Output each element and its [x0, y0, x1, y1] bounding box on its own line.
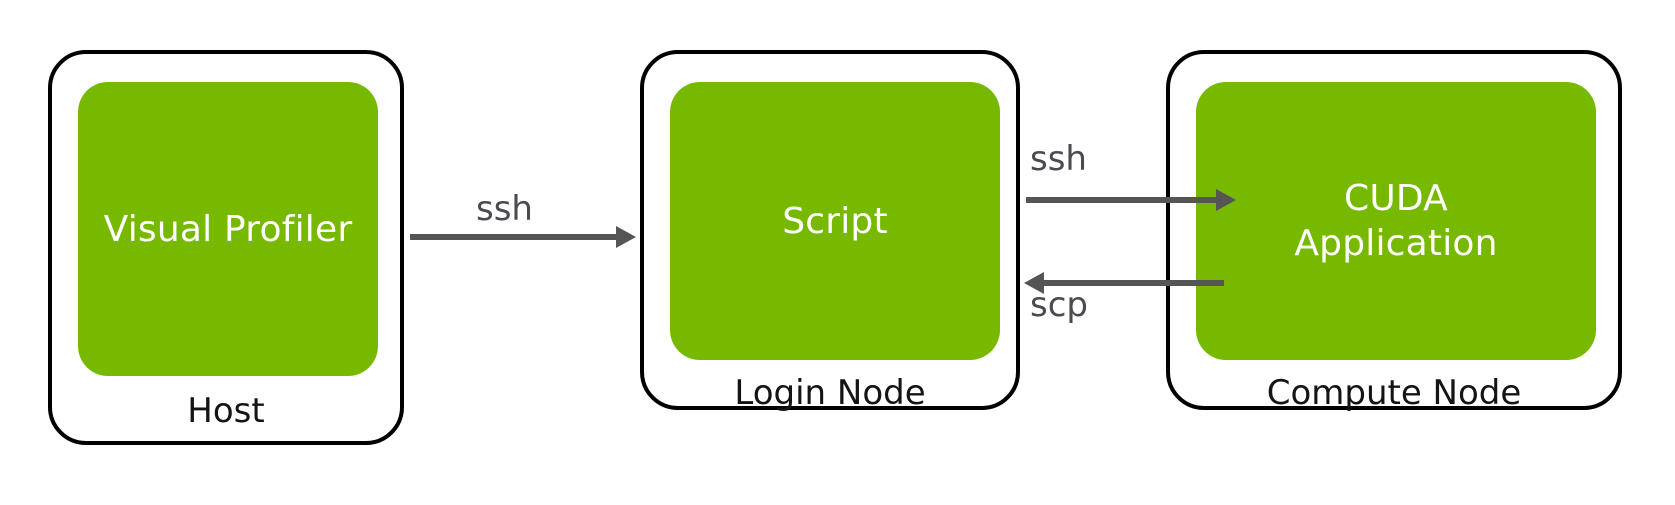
arrow-head-right-icon [1216, 189, 1236, 211]
node-host-inner-box[interactable]: Visual Profiler [78, 82, 378, 376]
node-compute[interactable]: CUDA Application Compute Node [1166, 50, 1622, 410]
edge-host-to-login-line [410, 234, 618, 240]
node-host-inner-label: Visual Profiler [103, 208, 353, 250]
node-login[interactable]: Script Login Node [640, 50, 1020, 410]
arrow-head-right-icon [616, 226, 636, 248]
edge-login-to-compute-label: ssh [1030, 139, 1087, 179]
node-compute-caption: Compute Node [1266, 373, 1522, 413]
node-login-inner-label: Script [782, 200, 888, 242]
node-compute-inner-label-line2: Application [1294, 223, 1498, 264]
arrow-head-left-icon [1024, 272, 1044, 294]
edge-host-to-login-label: ssh [476, 189, 533, 229]
node-login-inner-box[interactable]: Script [670, 82, 1000, 360]
edge-compute-to-login-label: scp [1030, 285, 1088, 325]
edge-login-to-compute-line [1026, 197, 1218, 203]
node-compute-inner-box[interactable]: CUDA Application [1196, 82, 1596, 360]
node-compute-inner-label-line1: CUDA [1343, 178, 1448, 219]
node-login-caption: Login Node [734, 373, 926, 413]
node-compute-inner-label: CUDA Application [1294, 176, 1497, 266]
node-host[interactable]: Visual Profiler Host [48, 50, 404, 445]
edge-compute-to-login-line [1044, 280, 1224, 286]
node-host-caption: Host [187, 391, 265, 431]
